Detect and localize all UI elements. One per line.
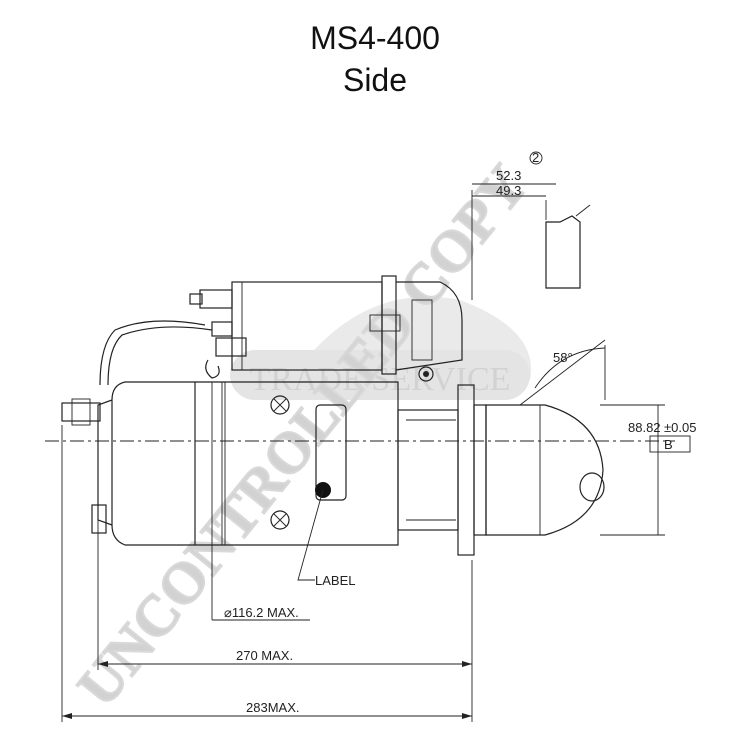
wire: [99, 320, 206, 386]
drive-end: [397, 384, 605, 556]
drawing-title: MS4-400: [310, 20, 440, 56]
dim-88-82: 88.82: [628, 420, 661, 435]
watermark: TRADE SERVICE UNCONTROLLED COPY: [64, 152, 541, 720]
dim-270: 270 MAX.: [236, 648, 293, 663]
angle-58: 58°: [553, 350, 573, 365]
label-text: LABEL: [315, 573, 355, 588]
tolerance: ±0.05: [664, 420, 696, 435]
watermark-uncontrolled-copy: UNCONTROLLED COPY: [65, 153, 540, 719]
label-plate: [315, 404, 347, 501]
datum-b: B: [664, 437, 673, 452]
solenoid: [189, 275, 463, 382]
dim-49-3: 49.3: [496, 183, 521, 198]
datum-box: [649, 435, 691, 453]
circle-ref: 2: [532, 150, 539, 165]
detail-view: [471, 151, 591, 300]
dim-52-3: 52.3: [496, 168, 521, 183]
drawing-subtitle: Side: [342, 62, 408, 98]
dim-283: 283MAX.: [246, 700, 299, 715]
dim-116-2: ⌀116.2 MAX.: [224, 605, 299, 620]
watermark-trade-service: TRADE SERVICE: [250, 361, 511, 398]
